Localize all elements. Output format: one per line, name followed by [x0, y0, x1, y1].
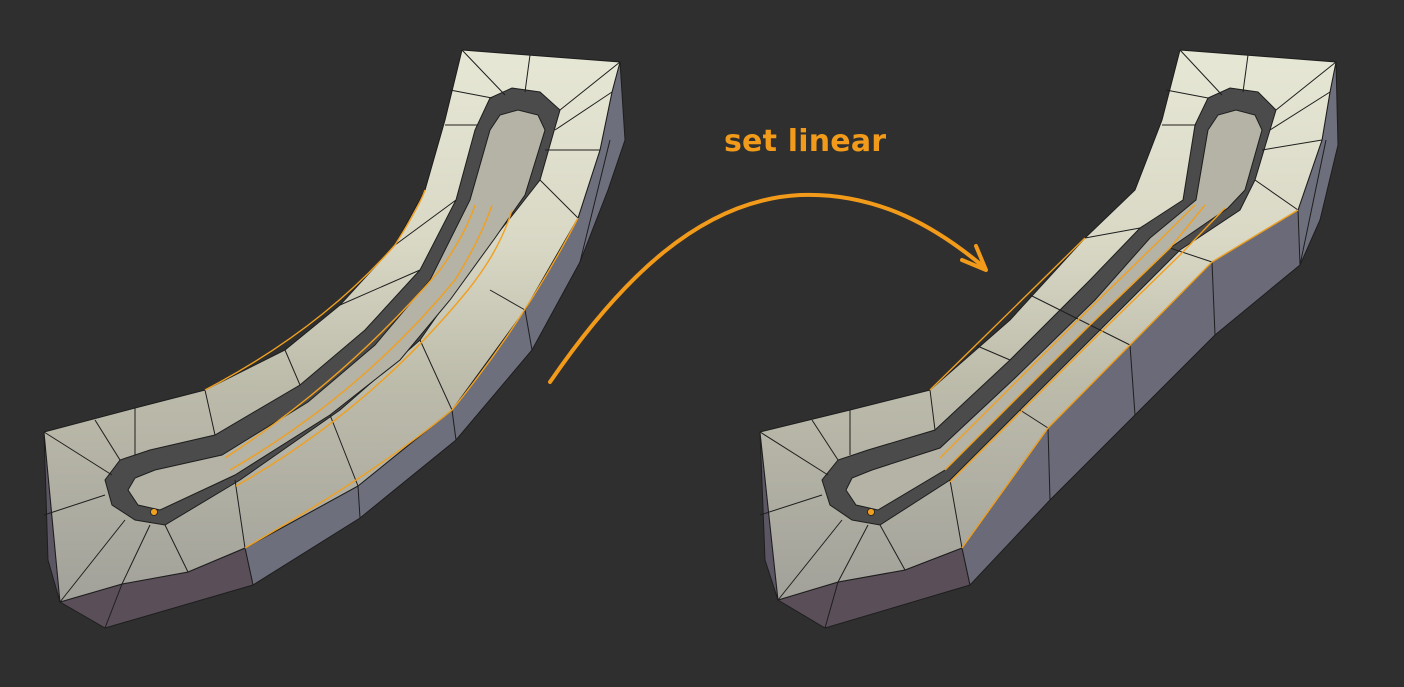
mesh-before-slot-floor	[127, 109, 546, 511]
mesh-after-vertex	[867, 508, 875, 516]
mesh-after	[759, 49, 1339, 629]
mesh-before	[43, 49, 626, 629]
set-linear-label: set linear	[724, 124, 887, 159]
mesh-before-vertex	[150, 508, 158, 516]
transition-arrow	[548, 192, 988, 384]
